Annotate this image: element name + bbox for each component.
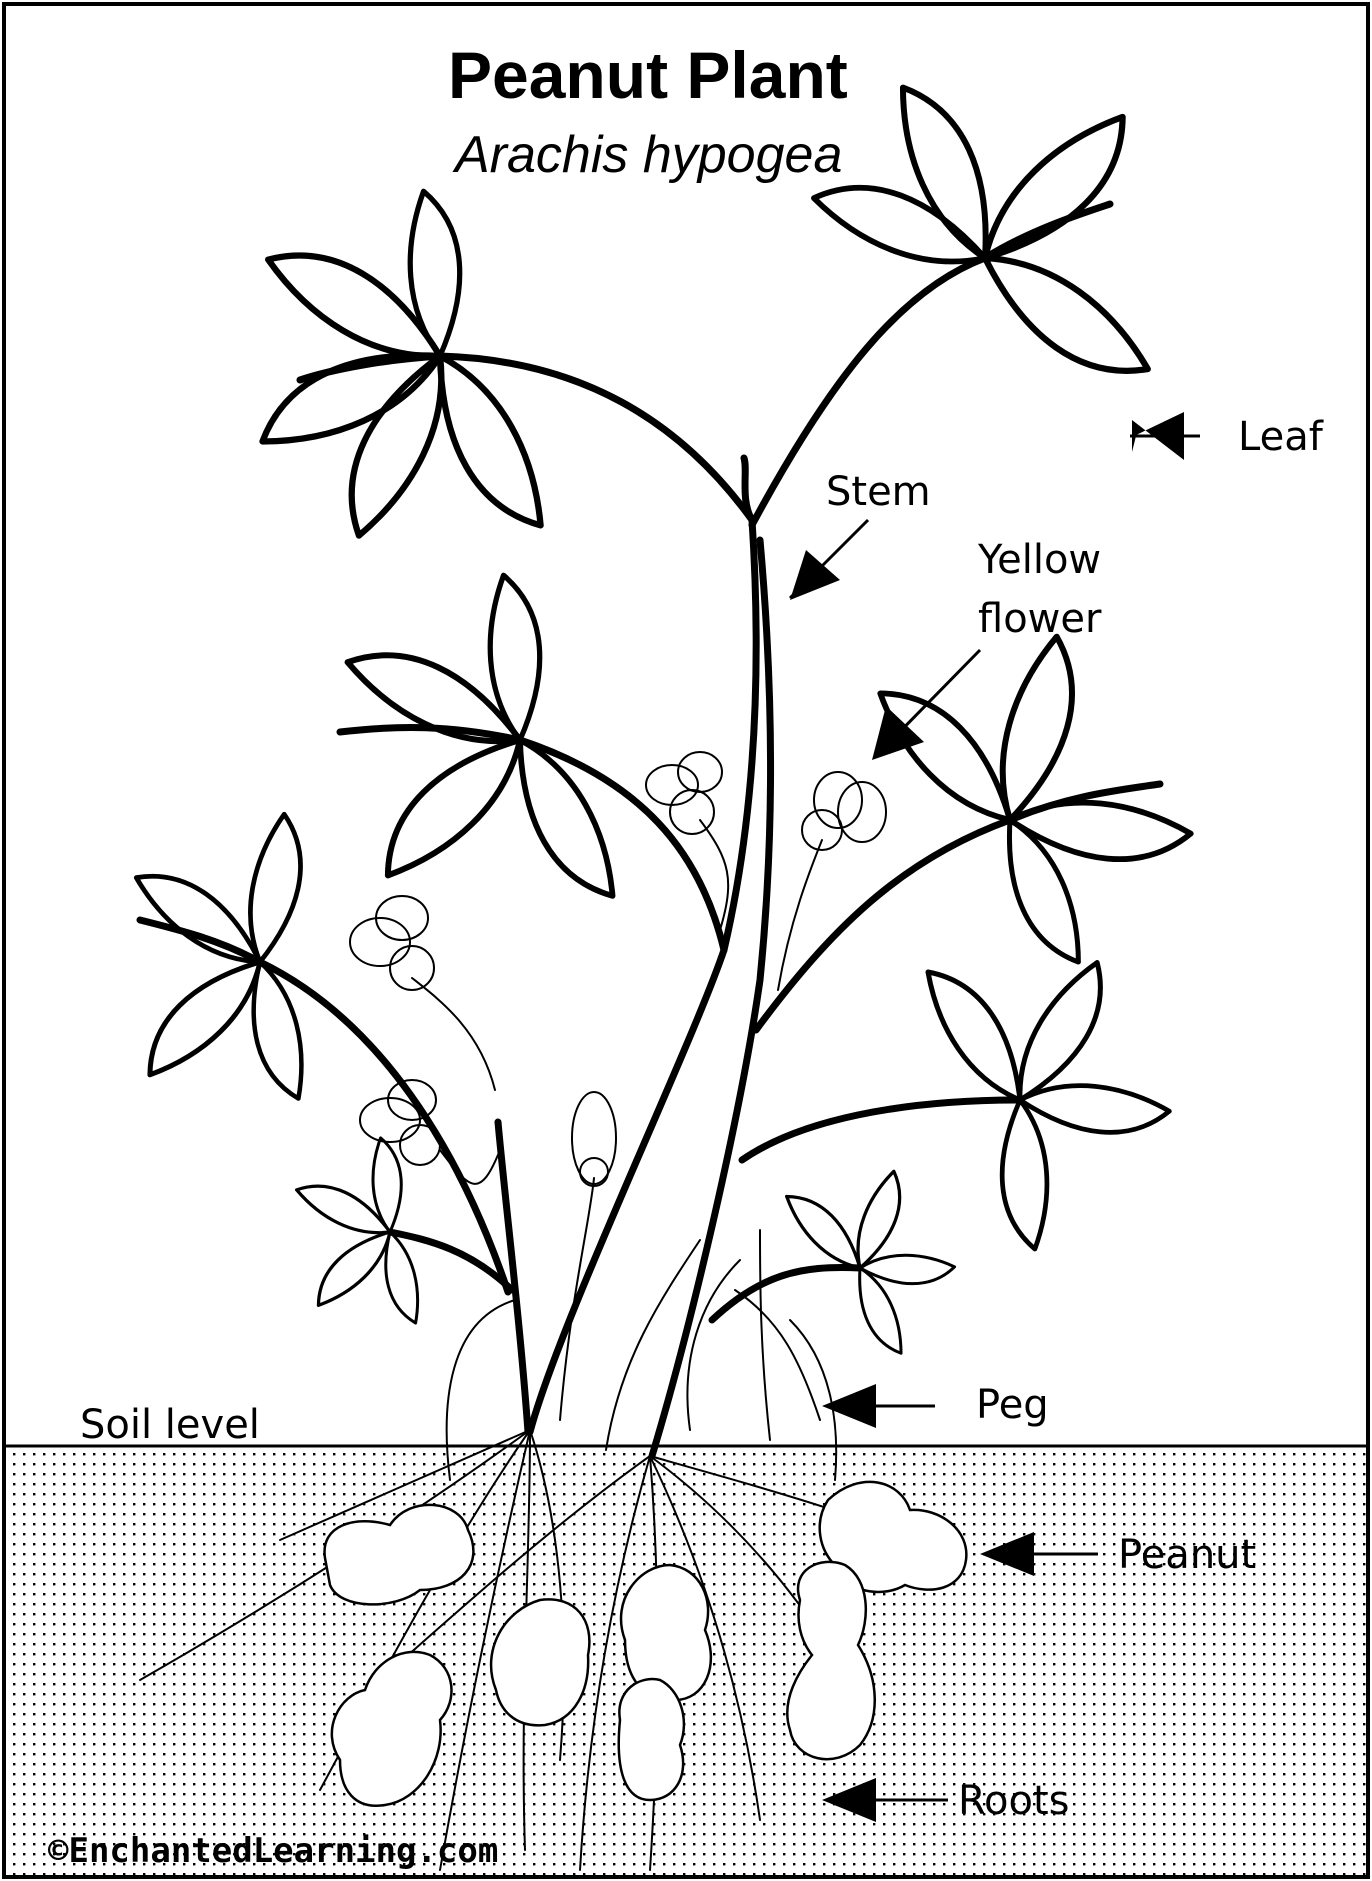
label-peg: Peg xyxy=(976,1382,1049,1428)
flower xyxy=(778,772,886,990)
diagram-subtitle: Arachis hypogea xyxy=(452,126,842,184)
label-soil-level: Soil level xyxy=(80,1402,260,1448)
peg-arrow xyxy=(822,1384,935,1428)
stem-arrow xyxy=(790,520,868,600)
leaf-arrow xyxy=(1130,412,1200,460)
flower xyxy=(350,896,495,1090)
leaves xyxy=(134,88,1191,1354)
flower-arrow xyxy=(872,650,980,760)
pegs xyxy=(447,1230,837,1480)
label-flower-line2: flower xyxy=(978,596,1102,642)
label-flower-line1: Yellow xyxy=(977,537,1101,583)
diagram-title: Peanut Plant xyxy=(448,38,848,112)
flower xyxy=(646,752,728,930)
label-stem: Stem xyxy=(826,469,931,515)
label-peanut: Peanut xyxy=(1118,1532,1256,1578)
label-roots: Roots xyxy=(958,1778,1069,1824)
flower-bud xyxy=(560,1092,616,1420)
credit-text: ©EnchantedLearning.com xyxy=(48,1831,498,1871)
label-leaf: Leaf xyxy=(1238,414,1324,460)
flower xyxy=(360,1080,500,1184)
